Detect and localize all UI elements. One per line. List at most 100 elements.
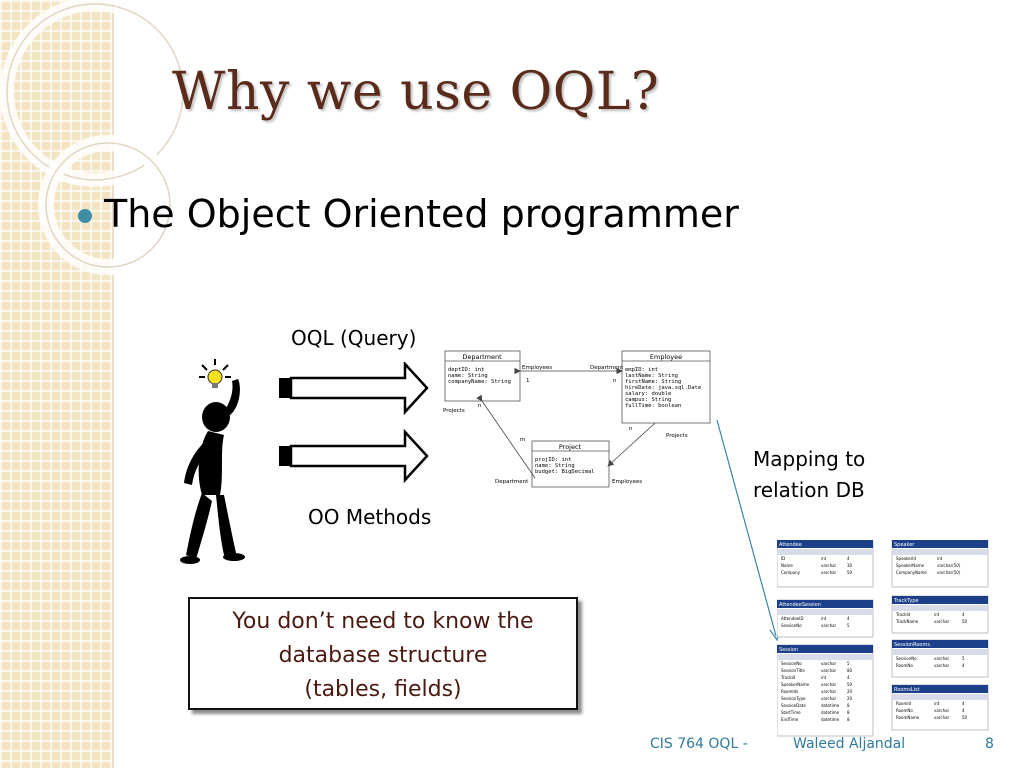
db-cell: ID <box>781 556 785 561</box>
department-attr: name: String <box>448 373 488 379</box>
employee-attr: salary: double <box>625 391 671 397</box>
decorative-circles <box>0 0 190 275</box>
db-cell: datetime <box>821 710 840 715</box>
db-cell: SessionDate <box>781 703 806 708</box>
assoc-label: Projects <box>443 408 465 414</box>
db-cell: 4 <box>847 616 850 621</box>
uml-class-diagram: Department deptID: int name: String comp… <box>443 350 711 488</box>
db-cell: SessionTitle <box>781 668 805 673</box>
db-cell: varchar <box>821 563 837 568</box>
project-class-name: Project <box>559 443 582 451</box>
db-cell: int <box>821 556 827 561</box>
uml-class-employee: Employee empID: int lastName: String fir… <box>621 350 711 424</box>
db-cell: varchar <box>934 715 950 720</box>
db-cell: AttendeeID <box>781 616 804 621</box>
db-cell: 4 <box>962 701 965 706</box>
db-cell: RoomName <box>896 715 920 720</box>
db-table-session: Session SessionNo varchar 5 SessionTitle… <box>777 644 874 737</box>
bullet-text: The Object Oriented programmer <box>104 192 739 236</box>
db-cell: 30 <box>847 563 853 568</box>
db-cell: 8 <box>847 710 850 715</box>
callout-line-1: You don’t need to know the <box>232 609 534 634</box>
db-cell: TrackId <box>895 612 911 617</box>
callout-box: You don’t need to know the database stru… <box>188 597 578 710</box>
db-cell: 4 <box>847 675 850 680</box>
relational-db-tables: Attendee ID int 4 Name varchar 30 Compan… <box>777 540 989 737</box>
db-cell: RoomNo <box>896 708 913 713</box>
db-cell: 50 <box>962 619 968 624</box>
db-cell: RoomNo <box>896 663 913 668</box>
lightbulb-icon <box>199 359 231 388</box>
footer-course: CIS 764 OQL - <box>650 736 748 752</box>
db-cell: SpeakerId <box>896 556 916 561</box>
db-cell: varchar <box>934 656 950 661</box>
db-cell: varchar <box>821 661 837 666</box>
employee-attr: empID: int <box>625 367 658 373</box>
callout-line-3: (tables, fields) <box>304 677 462 702</box>
bullet-dot <box>78 209 92 223</box>
assoc-label: Employees <box>522 365 552 371</box>
db-cell: Company <box>781 570 801 575</box>
assoc-label: Employees <box>612 479 642 485</box>
project-attr: name: String <box>535 463 575 469</box>
db-cell: StartTime <box>781 710 801 715</box>
db-cell: int <box>821 616 827 621</box>
assoc-label: n <box>478 403 482 409</box>
db-cell: 8 <box>847 703 850 708</box>
db-cell: 20 <box>847 689 853 694</box>
db-cell: 5 <box>847 661 850 666</box>
db-cell: int <box>934 701 940 706</box>
assoc-label: 1 <box>526 378 530 384</box>
employee-attr: campus: String <box>625 397 671 403</box>
db-cell: 4 <box>962 708 965 713</box>
db-table-name: Session <box>779 647 798 653</box>
mapping-line-2: relation DB <box>753 478 865 502</box>
db-cell: 5 <box>962 656 965 661</box>
uml-class-department: Department deptID: int name: String comp… <box>444 350 521 402</box>
db-cell: varchar <box>934 663 950 668</box>
employee-attr: fullTime: boolean <box>625 403 681 409</box>
uml-class-project: Project projID: int name: String budget:… <box>531 440 610 488</box>
db-table-track-type: TrackType TrackId int 4 TrackName varcha… <box>891 595 989 634</box>
employee-attr: hireDate: java.sql.Date <box>625 385 701 391</box>
db-cell: TrackName <box>895 619 919 624</box>
assoc-label: Department <box>590 365 624 371</box>
block-arrows <box>279 362 429 484</box>
oo-methods-label: OO Methods <box>308 505 432 529</box>
employee-attr: firstName: String <box>625 379 681 385</box>
db-cell: TrackId <box>780 675 796 680</box>
db-cell: datetime <box>821 703 840 708</box>
db-cell: CompanyName <box>896 570 927 575</box>
db-cell: 20 <box>847 696 853 701</box>
db-cell: RoomId <box>896 701 912 706</box>
db-cell: varchar(50) <box>937 563 961 568</box>
association-dept-project <box>476 394 536 479</box>
db-cell: datetime <box>821 717 840 722</box>
mapping-line-1: Mapping to <box>753 447 866 471</box>
db-cell: int <box>821 675 827 680</box>
db-cell: 80 <box>847 668 853 673</box>
db-cell: varchar <box>934 619 950 624</box>
db-cell: varchar <box>821 623 837 628</box>
query-arrow-icon <box>279 362 429 416</box>
db-cell: varchar <box>821 570 837 575</box>
db-cell: 5 <box>847 623 850 628</box>
assoc-label: n <box>613 378 617 384</box>
assoc-label: Department <box>495 479 529 485</box>
db-cell: varchar <box>821 668 837 673</box>
db-cell: SessionNo <box>896 656 917 661</box>
db-table-session-rooms: SessionRooms SessionNo varchar 5 RoomNo … <box>891 639 989 678</box>
db-cell: 4 <box>962 663 965 668</box>
db-cell: EndTime <box>781 717 799 722</box>
project-attr: projID: int <box>535 457 571 463</box>
db-cell: RoomIds <box>781 689 798 694</box>
db-cell: Name <box>781 563 793 568</box>
footer-page-number: 8 <box>985 736 994 752</box>
db-cell: 8 <box>847 717 850 722</box>
db-cell: SessionType <box>781 696 806 701</box>
assoc-label: n <box>629 426 633 432</box>
db-cell: SessionNo <box>781 623 802 628</box>
db-cell: SpeakerName <box>896 563 925 568</box>
association-emp-project <box>607 422 656 467</box>
db-cell: varchar <box>821 682 837 687</box>
